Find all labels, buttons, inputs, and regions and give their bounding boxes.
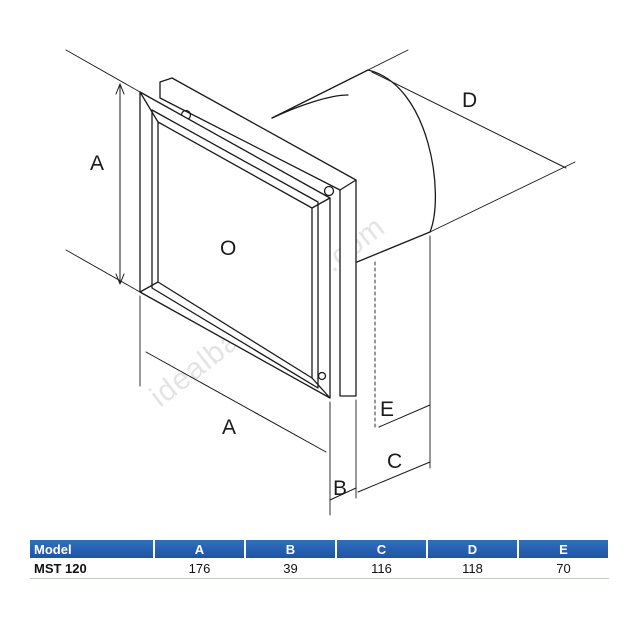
header-c: C: [336, 540, 428, 558]
screw-hole-bottom: [317, 371, 327, 381]
header-e: E: [518, 540, 610, 558]
label-center-o: O: [220, 237, 236, 260]
table-row: MST 120 176 39 116 118 70: [30, 558, 609, 579]
dim-line-b: [329, 487, 357, 501]
label-e: E: [380, 398, 394, 421]
cell-a: 176: [154, 558, 245, 579]
extension-lines: [65, 49, 576, 516]
label-d: D: [462, 89, 477, 112]
header-d: D: [427, 540, 519, 558]
spec-table: Model A B C D E MST 120 176 39 116 118 7…: [30, 540, 610, 579]
front-grille: [139, 91, 331, 399]
dimension-lines: [115, 71, 567, 501]
spec-table-header: Model A B C D E: [30, 540, 610, 558]
dim-line-d: [371, 71, 567, 169]
cell-model: MST 120: [30, 558, 154, 579]
header-b: B: [245, 540, 337, 558]
cell-e: 70: [518, 558, 609, 579]
cell-d: 118: [427, 558, 518, 579]
cell-b: 39: [245, 558, 336, 579]
fan-dimension-diagram: idealbathrooms.com: [65, 49, 576, 516]
dim-line-c: [357, 461, 431, 493]
dim-line-e: [378, 404, 431, 428]
header-model: Model: [30, 540, 155, 558]
cell-c: 116: [336, 558, 427, 579]
header-a: A: [154, 540, 246, 558]
screw-hole-mid: [323, 185, 335, 197]
label-b: B: [333, 477, 347, 500]
back-plate: [159, 77, 357, 397]
dim-line-a-horizontal: [145, 351, 327, 453]
label-a-side: A: [222, 416, 236, 439]
label-c: C: [387, 450, 402, 473]
label-a-front: A: [90, 152, 104, 175]
motor-cylinder: [271, 69, 436, 263]
